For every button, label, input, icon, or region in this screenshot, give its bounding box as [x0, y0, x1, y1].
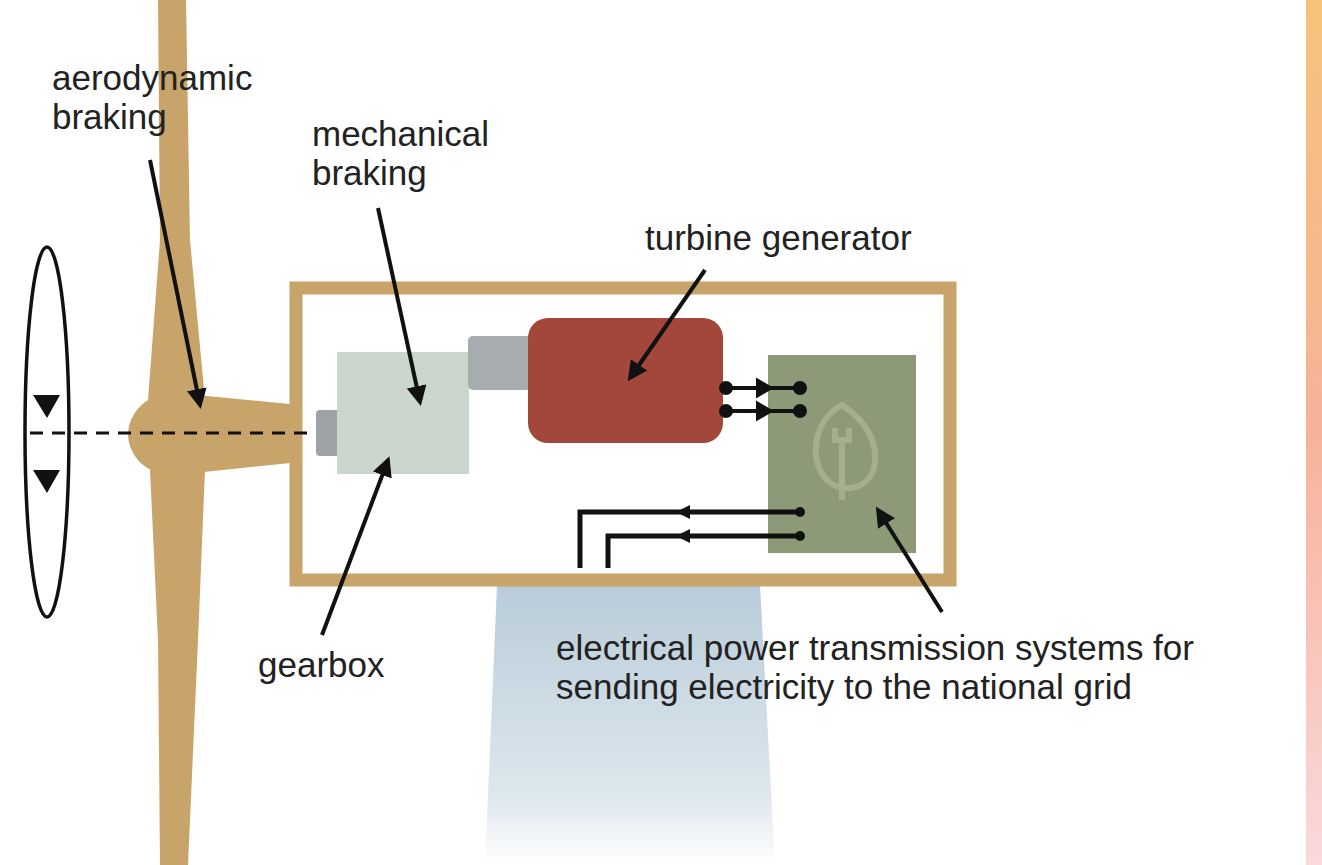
- grid-wires: [580, 512, 800, 568]
- rotation-arrow: [33, 470, 60, 493]
- edge-strip: [1306, 0, 1322, 865]
- grid-wire-ends: [676, 505, 805, 543]
- generator-body: [528, 318, 723, 443]
- generator-wires: [721, 381, 805, 418]
- part-label: electrical power transmission systems fo…: [556, 628, 1196, 706]
- part-label: mechanical braking: [312, 114, 592, 192]
- rotation-arrow: [33, 395, 60, 418]
- part-label: turbine generator: [645, 218, 1005, 257]
- part-label: gearbox: [258, 645, 478, 684]
- lower-blade: [150, 450, 205, 865]
- main-shaft: [30, 432, 320, 435]
- part-label: aerodynamic braking: [52, 58, 312, 136]
- plug-leaf-icon: [816, 405, 875, 500]
- shaft-coupling: [316, 410, 340, 456]
- tower: [485, 585, 775, 865]
- power-electronics-box: [768, 355, 916, 553]
- nacelle-housing: [296, 288, 950, 580]
- gearbox-body: [337, 352, 469, 474]
- high-speed-shaft: [468, 336, 532, 390]
